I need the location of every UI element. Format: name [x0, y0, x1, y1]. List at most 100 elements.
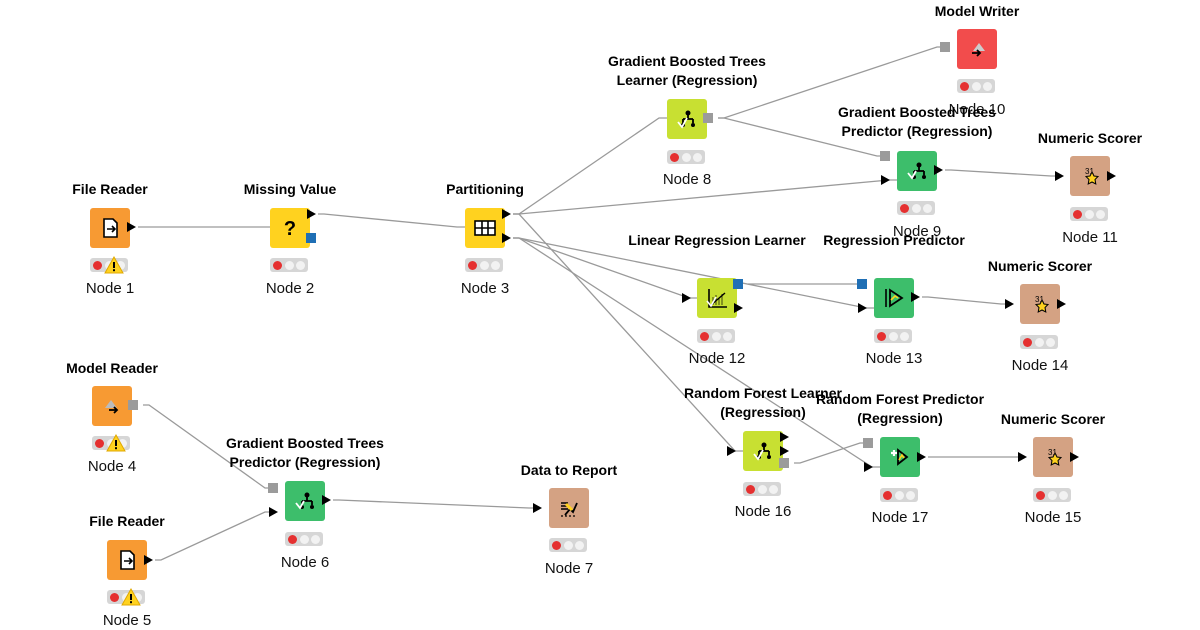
data-outport[interactable] [1057, 299, 1066, 309]
model-inport[interactable] [940, 42, 950, 52]
node-title: Gradient Boosted Trees Predictor (Regres… [226, 435, 384, 470]
data-inport[interactable] [1005, 299, 1014, 309]
data-outport[interactable] [780, 432, 789, 442]
node-label[interactable]: Node 2 [265, 280, 315, 297]
node-body[interactable] [92, 386, 132, 426]
data-inport[interactable] [269, 507, 278, 517]
node-label[interactable]: Node 1 [85, 280, 135, 297]
node-label[interactable]: Node 17 [871, 509, 929, 526]
model-reader-icon [99, 393, 125, 419]
data-outport[interactable] [144, 555, 153, 565]
node-body[interactable]: 31 [1020, 284, 1060, 324]
node-body[interactable] [743, 431, 783, 471]
node-label[interactable]: Node 5 [102, 612, 152, 629]
scorer-icon: 31 [1027, 291, 1053, 317]
model-outport[interactable] [128, 400, 138, 410]
node-label[interactable]: Node 3 [460, 280, 510, 297]
data-inport[interactable] [881, 175, 890, 185]
node-body[interactable]: ? [270, 208, 310, 248]
node-title: Partitioning [446, 181, 524, 197]
traffic-light-status [1033, 488, 1071, 502]
traffic-light-status [743, 482, 781, 496]
regression-predictor-icon [881, 285, 907, 311]
node-label[interactable]: Node 10 [948, 101, 1006, 118]
warning-icon[interactable] [121, 587, 141, 606]
node-body[interactable]: 31 [1070, 156, 1110, 196]
status-light-off [311, 534, 321, 544]
node-label[interactable]: Node 9 [892, 223, 942, 240]
status-light-off [971, 81, 981, 91]
node-label[interactable]: Node 11 [1062, 229, 1118, 246]
model-outport[interactable] [703, 113, 713, 123]
status-light-red [1072, 209, 1082, 219]
data-inport[interactable] [1018, 452, 1027, 462]
warning-icon[interactable] [104, 255, 124, 274]
data-outport[interactable] [1107, 171, 1116, 181]
node-body[interactable] [874, 278, 914, 318]
data-inport[interactable] [1055, 171, 1064, 181]
connection-line[interactable] [333, 499, 537, 509]
node-body[interactable] [697, 278, 737, 318]
traffic-light-status [1070, 207, 1108, 221]
scorer-icon: 31 [1040, 444, 1066, 470]
model-outport[interactable] [306, 233, 316, 243]
node-body[interactable] [285, 481, 325, 521]
data-inport[interactable] [682, 293, 691, 303]
node-body[interactable] [880, 437, 920, 477]
node-label[interactable]: Node 6 [280, 554, 330, 571]
data-outport[interactable] [502, 209, 511, 219]
data-inport[interactable] [533, 503, 542, 513]
data-outport[interactable] [917, 452, 926, 462]
node-body[interactable] [667, 99, 707, 139]
model-outport[interactable] [779, 458, 789, 468]
data-inport[interactable] [864, 462, 873, 472]
node-title: Numeric Scorer [987, 258, 1093, 274]
data-outport[interactable] [127, 222, 136, 232]
node-label[interactable]: Node 4 [87, 458, 137, 475]
model-inport[interactable] [880, 151, 890, 161]
traffic-light-status [697, 329, 735, 343]
data-outport[interactable] [934, 165, 943, 175]
data-outport[interactable] [322, 495, 331, 505]
node-label[interactable]: Node 8 [662, 171, 712, 188]
file-reader-icon [97, 215, 123, 241]
model-inport[interactable] [268, 483, 278, 493]
node-label[interactable]: Node 14 [1011, 357, 1069, 374]
connection-line[interactable] [922, 296, 1009, 305]
data-outport[interactable] [734, 303, 743, 313]
node-label[interactable]: Node 7 [544, 560, 594, 577]
node-label[interactable]: Node 13 [865, 350, 923, 367]
node-body[interactable]: 31 [1033, 437, 1073, 477]
data-outport[interactable] [780, 446, 789, 456]
data-outport[interactable] [1070, 452, 1079, 462]
node-body[interactable] [465, 208, 505, 248]
data-inport[interactable] [727, 446, 736, 456]
connection-line[interactable] [794, 442, 868, 464]
model-inport[interactable] [857, 279, 867, 289]
data-outport[interactable] [502, 233, 511, 243]
connection-line[interactable] [513, 117, 667, 215]
node-title: Numeric Scorer [1000, 411, 1106, 427]
node-body[interactable] [90, 208, 130, 248]
status-light-off [296, 260, 306, 270]
node-title: Regression Predictor [823, 232, 965, 248]
node-body[interactable] [549, 488, 589, 528]
warning-icon[interactable] [106, 433, 126, 452]
connection-line[interactable] [318, 213, 465, 228]
node-label[interactable]: Node 15 [1024, 509, 1082, 526]
forest-predictor-icon [887, 444, 913, 470]
data-outport[interactable] [911, 292, 920, 302]
node-body[interactable] [957, 29, 997, 69]
connection-line[interactable] [945, 169, 1059, 177]
status-light-off [1034, 337, 1044, 347]
svg-text:31: 31 [1085, 167, 1094, 176]
node-label[interactable]: Node 16 [734, 503, 792, 520]
node-body[interactable] [107, 540, 147, 580]
node-body[interactable] [897, 151, 937, 191]
data-inport[interactable] [858, 303, 867, 313]
model-inport[interactable] [863, 438, 873, 448]
model-outport[interactable] [733, 279, 743, 289]
node-label[interactable]: Node 12 [688, 350, 746, 367]
data-outport[interactable] [307, 209, 316, 219]
